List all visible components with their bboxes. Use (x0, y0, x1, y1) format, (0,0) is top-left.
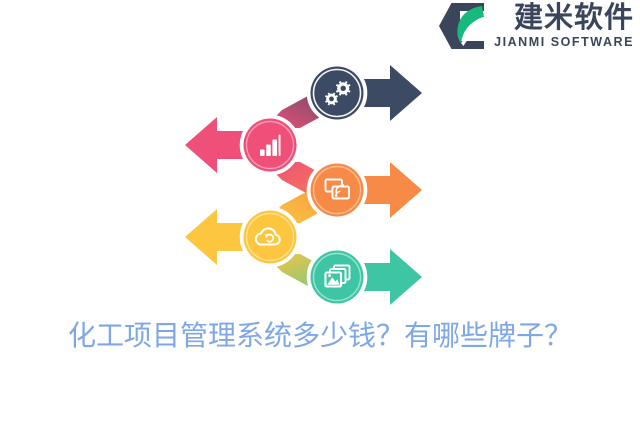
page-title: 化工项目管理系统多少钱？有哪些牌子？ (67, 319, 572, 352)
jianmi-leaf-logo-icon (439, 3, 485, 49)
infographic-svg (185, 62, 422, 308)
bar-chart-icon (260, 134, 281, 156)
node-4-group[interactable] (185, 206, 301, 268)
cloud-sync-icon (254, 227, 281, 246)
node-1-group[interactable] (306, 62, 422, 124)
brand-logo: 建米软件 JIANMI SOFTWARE (438, 2, 634, 50)
node-2-group[interactable] (185, 114, 301, 176)
brand-text: 建米软件 JIANMI SOFTWARE (494, 2, 634, 50)
node-3-group[interactable] (306, 159, 422, 221)
node-5-group[interactable] (306, 246, 422, 308)
screen-cast-icon (324, 178, 350, 200)
photo-stack-icon (324, 264, 351, 288)
process-infographic (160, 52, 440, 308)
brand-name-en: JIANMI SOFTWARE (494, 35, 634, 49)
brand-name-cn: 建米软件 (513, 2, 634, 34)
gears-icon (325, 81, 351, 106)
